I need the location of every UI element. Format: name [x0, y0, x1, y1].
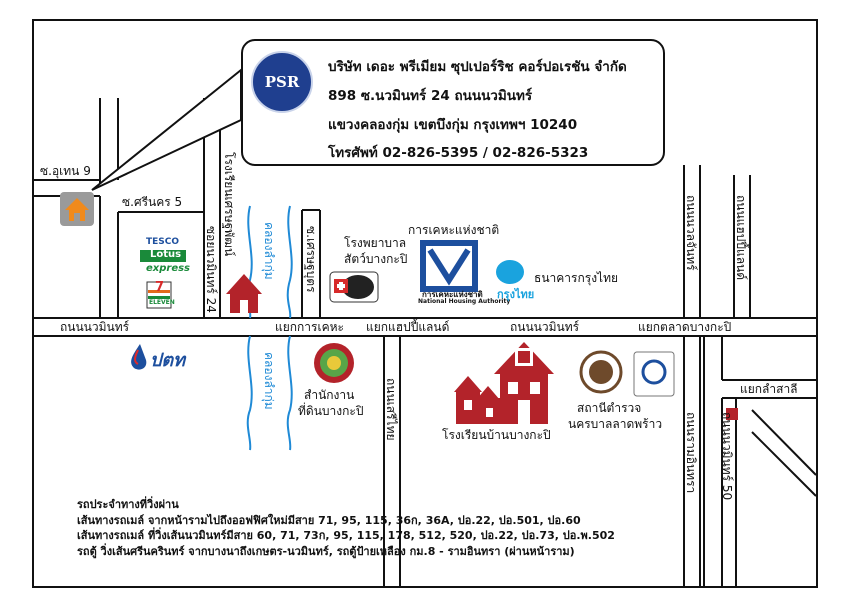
street-soi-srinakhon: ซ.ศรีนคร 5 [122, 195, 183, 209]
street-soi-24: ซอยนวมินทร์ 24 [204, 226, 218, 313]
national-housing-title: การเคหะแห่งชาติ [408, 223, 500, 237]
street-right-bottom-1: ถนนรามอินทรา [684, 412, 698, 494]
seven-eleven-logo [146, 281, 172, 309]
lotus-label: Lotus [150, 249, 182, 260]
navamin-road [34, 317, 816, 337]
street-seri-thai: ถนนเสรีไทย [384, 378, 398, 441]
bus-routes: รถประจำทางที่วิ่งผ่าน เส้นทางรถเมล์ จากห… [77, 497, 615, 559]
bus-route-line-2: เส้นทางรถเมล์ ที่วิ่งเส้นนวมินทร์มีสาย 6… [77, 529, 615, 542]
street-right-top-1: ถนนนวลจันทร์ [684, 195, 698, 271]
police-seal-icon [579, 350, 623, 394]
company-name: บริษัท เดอะ พรีเมียม ซุปเปอร์ริช คอร์ปอเ… [328, 59, 627, 75]
tesco-label: TESCO [146, 237, 180, 247]
home-icon [60, 192, 94, 226]
vet-hospital-label-1: โรงพยาบาล [344, 236, 407, 250]
national-housing-logo-en: National Housing Authority [418, 298, 511, 305]
tesco-lotus-logo [140, 237, 186, 262]
land-office-label-1: สำนักงาน [304, 388, 355, 402]
police-label-2: นครบาลลาดพร้าว [568, 417, 663, 431]
eleven-label: ELEVEN [149, 299, 175, 306]
ptt-drop-icon [131, 344, 147, 370]
company-callout: PSR บริษัท เดอะ พรีเมียม ซุปเปอร์ริช คอร… [241, 39, 665, 166]
krungthai-bank-label: ธนาคารกรุงไทย [534, 271, 619, 285]
street-school-road: โรงเรียนเศรษฐพัฒน์ [222, 152, 236, 257]
school-building-icon [454, 342, 554, 424]
national-housing-logo [420, 240, 478, 292]
intersection-kheha: แยกการเคหะ [275, 320, 344, 334]
vet-hospital-label-2: สัตว์บางกะปิ [344, 252, 408, 266]
street-navamin-right: ถนนนวมินทร์ [510, 320, 580, 334]
canal-label-top: คลองลำกุ่ม [262, 222, 276, 280]
company-address: 898 ซ.นวมินทร์ 24 ถนนนวมินทร์ [328, 88, 533, 104]
canal-label-bottom: คลองลำกุ่ม [262, 352, 276, 410]
vet-hospital-icon [329, 271, 379, 303]
school-label: โรงเรียนบ้านบางกะปิ [442, 428, 551, 442]
bus-route-line-1: เส้นทางรถเมล์ จากหน้ารามไปถึงออฟฟิศใหม่ม… [77, 513, 581, 527]
company-district: แขวงคลองกุ่ม เขตบึงกุ่ม กรุงเทพฯ 10240 [328, 117, 578, 133]
land-office-seal-icon [314, 343, 354, 383]
street-right-bottom-2: ถนนนวมินทร์ 50 [720, 412, 734, 501]
bus-routes-title: รถประจำทางที่วิ่งผ่าน [77, 498, 179, 511]
seven-label: 7 [155, 280, 165, 295]
right-building-icon [726, 408, 738, 420]
school-house-small-icon [226, 274, 262, 313]
krungthai-bird-icon [496, 260, 524, 284]
canal-bottom [246, 335, 293, 451]
street-soi-uthen: ซ.อุเทน 9 [40, 164, 91, 178]
police-label-1: สถานีตำรวจ [577, 401, 642, 415]
krungthai-logo-text: กรุงไทย [497, 288, 535, 301]
intersection-lam-sali: แยกลำสาลี [740, 382, 798, 396]
land-office-label-2: ที่ดินบางกะปิ [298, 404, 364, 418]
express-label: express [146, 263, 191, 274]
street-soi-setthabut: ซ.เศรษฐบุตร [304, 226, 318, 293]
ptt-label: ปตท [150, 350, 185, 371]
national-housing-logo-th: การเคหะแห่งชาติ [422, 290, 483, 299]
intersection-happy-land: แยกแฮปปี้แลนด์ [366, 320, 450, 334]
street-right-top-2: ถนนแฮปปี้แลนด์ [734, 195, 748, 281]
company-phone: โทรศัพท์ 02-826-5395 / 02-826-5323 [328, 145, 589, 161]
police-badge-icon [633, 351, 675, 397]
intersection-talat-bangkapi: แยกตลาดบางกะปิ [638, 320, 732, 334]
psr-logo: PSR [251, 51, 313, 113]
bus-route-line-3: รถตู้ วิ่งเส้นศรีนครินทร์ จากบางนาถึงเกษ… [77, 544, 575, 558]
street-navamin-left: ถนนนวมินทร์ [60, 320, 130, 334]
